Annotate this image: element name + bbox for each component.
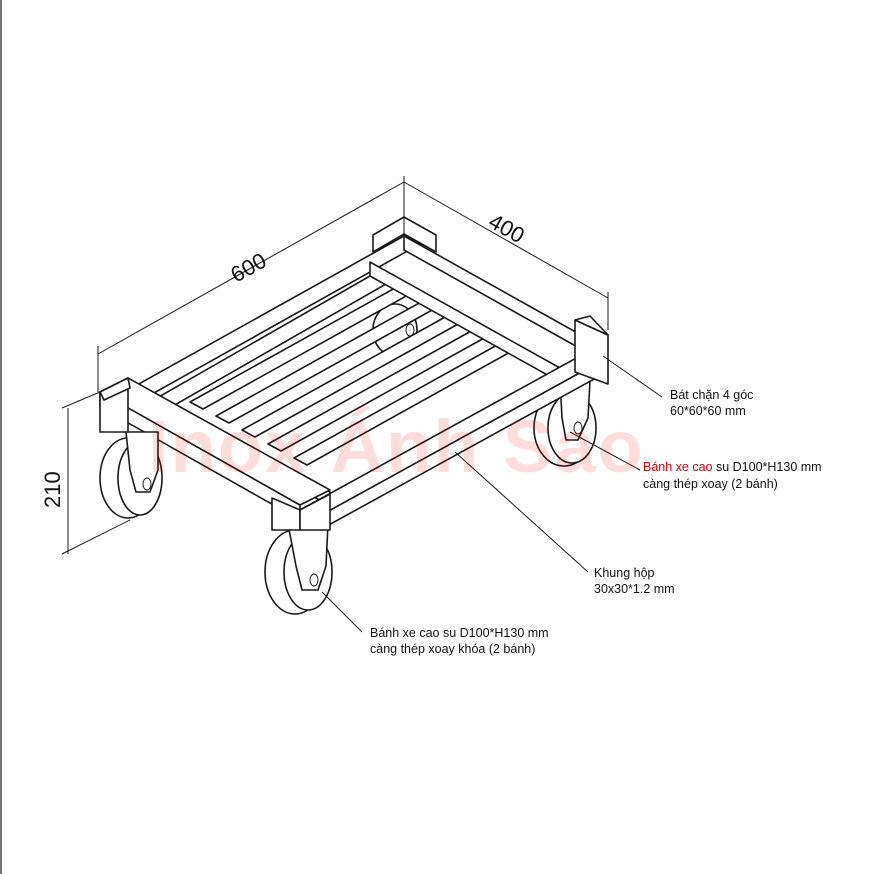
back-wheel-right <box>533 379 597 467</box>
lock-wheel-spec: càng thép xoay khóa (2 bánh) <box>370 642 535 656</box>
frame-size: 30x30*1.2 mm <box>594 582 675 596</box>
lock-wheel-label: Bánh xe cao su D100*H130 mm <box>370 626 549 640</box>
corner-guard-left <box>99 377 131 433</box>
watermark-text: Inox Ánh Sao <box>148 405 645 488</box>
corner-guard-right <box>574 315 609 385</box>
swivel-wheel-label-highlight: Bánh xe cao <box>643 460 713 474</box>
swivel-wheel-label: Bánh xe cao su D100*H130 mm <box>643 460 822 474</box>
swivel-wheel-label-rest: su D100*H130 mm <box>713 460 822 474</box>
dimension-height-label: 210 <box>40 471 65 508</box>
front-wheel-lock <box>264 523 333 615</box>
corner-guard-front <box>271 493 331 531</box>
front-wheel-left <box>99 431 163 519</box>
dimension-length-label: 600 <box>226 248 270 288</box>
corner-guard-size: 60*60*60 mm <box>670 404 746 418</box>
swivel-wheel-spec: càng thép xoay (2 bánh) <box>643 477 778 491</box>
dimension-height <box>61 391 131 555</box>
dimension-width-label: 400 <box>485 209 529 249</box>
dimension-width <box>403 181 609 330</box>
dimension-length <box>97 176 405 392</box>
leader-lines <box>321 355 663 633</box>
frame-label: Khung hộp <box>594 566 655 580</box>
corner-guard-label: Bát chặn 4 góc <box>670 388 753 402</box>
